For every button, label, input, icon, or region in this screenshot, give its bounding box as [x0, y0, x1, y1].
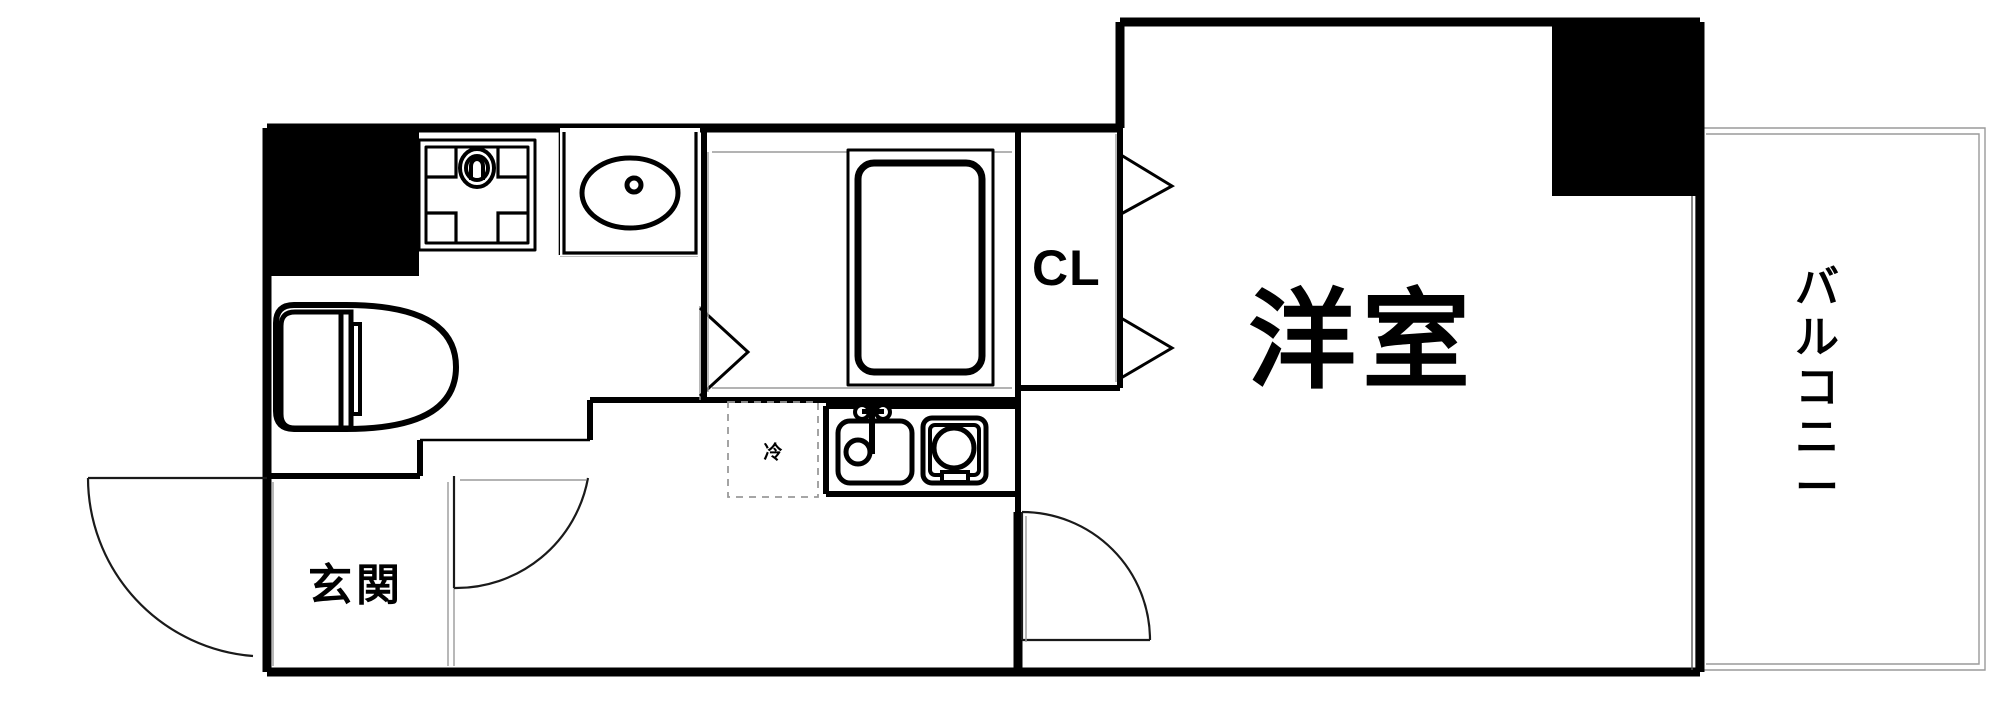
stove-burner [920, 415, 989, 486]
entrance-door[interactable] [86, 476, 267, 658]
refrigerator-space [727, 401, 819, 498]
column-top-right [1552, 22, 1700, 196]
closet-door-upper[interactable] [1120, 153, 1175, 216]
structural-columns [267, 22, 1700, 276]
genkan-hall-door[interactable] [452, 476, 590, 590]
balcony-label-char-5: ー [1795, 462, 1845, 513]
balcony-label-group: バ ル コ ニ ー [1795, 262, 1845, 513]
washroom-door[interactable] [698, 306, 751, 400]
main-room-door[interactable] [1020, 510, 1152, 642]
balcony-label-char-1: バ [1795, 262, 1845, 313]
column-top-left [267, 128, 419, 276]
toilet-region [267, 400, 593, 479]
kitchen-sink [835, 403, 915, 486]
washing-machine-pan [417, 138, 537, 252]
balcony-label-char-2: ル [1795, 312, 1845, 363]
main-room-label: 洋室 [1248, 279, 1476, 404]
bathtub [846, 148, 995, 387]
closet-label: CL [1032, 240, 1101, 296]
balcony-label-char-4: ニ [1795, 412, 1845, 463]
vanity-basin [560, 128, 700, 256]
entrance-label: 玄関 [308, 560, 404, 611]
closet-door-lower[interactable] [1120, 316, 1175, 380]
refrigerator-label: 冷 [763, 441, 782, 464]
toilet-fixture [273, 302, 460, 432]
balcony-label-char-3: コ [1795, 362, 1845, 413]
closet-region [1018, 125, 1123, 391]
kitchen-faucet [853, 403, 892, 454]
